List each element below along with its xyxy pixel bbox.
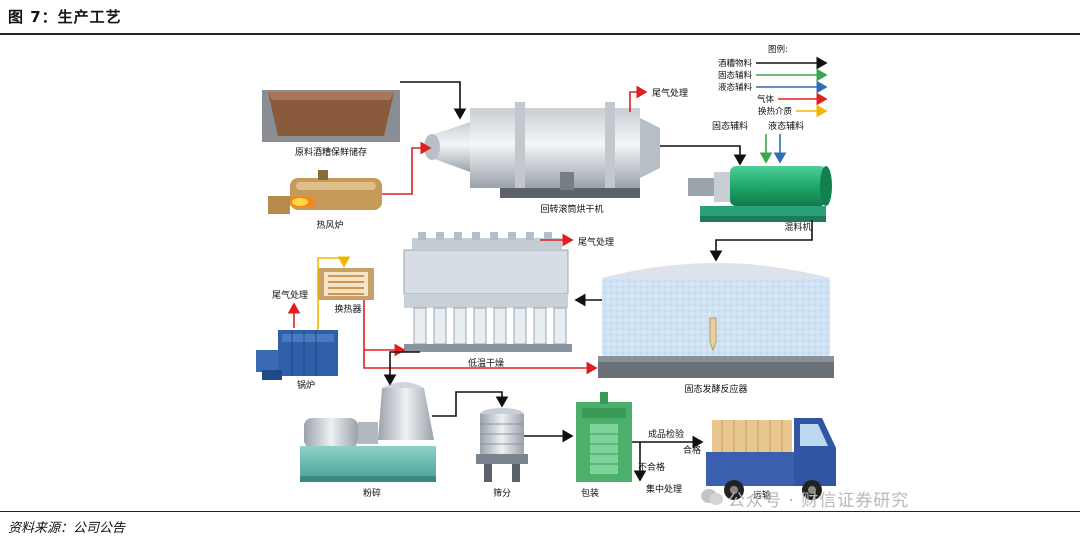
label-hot-air-furnace: 热风炉 (316, 219, 343, 231)
heat-exchanger (318, 268, 374, 300)
label-rotary-dryer: 回转滚筒烘干机 (540, 203, 603, 215)
label-unqualified: 不合格 (638, 461, 665, 473)
label-exhaust-2: 尾气处理 (272, 289, 308, 301)
label-solid-aux: 固态辅料 (712, 120, 748, 132)
label-qualified: 合格 (683, 444, 701, 456)
label-liquid-aux: 液态辅料 (768, 120, 804, 132)
flow-dryer-to-mixer (660, 145, 747, 166)
mixer (688, 166, 832, 222)
legend-label-material: 酒糟物料 (718, 58, 753, 69)
legend-label-liquid: 液态辅料 (718, 82, 753, 93)
hot-air-furnace (268, 170, 382, 214)
label-central-treatment: 集中处理 (646, 483, 682, 495)
bottom-rule (0, 511, 1080, 512)
top-rule (0, 33, 1080, 35)
storage-pit (262, 90, 400, 142)
flow-furnace-to-dryer (382, 141, 432, 195)
flow-grinder-to-sieve (432, 391, 509, 417)
label-transport: 运输 (753, 489, 771, 501)
legend-label-gas: 气体 (757, 94, 775, 105)
flow-boiler-to-exchanger (317, 256, 351, 330)
legend-label-solid: 固态辅料 (718, 70, 753, 81)
grinder (300, 382, 436, 482)
packaging-machine (576, 392, 632, 482)
fermenter (598, 263, 834, 378)
wechat-icon (701, 489, 723, 505)
boiler (256, 330, 338, 380)
legend: 图例: 酒糟物料 固态辅料 液态辅料 气体 换热介质 (718, 44, 828, 118)
legend-title: 图例: (768, 44, 788, 55)
label-exhaust-3: 尾气处理 (578, 236, 614, 248)
flow-mixer-to-fermenter (709, 220, 813, 262)
flow-dryer-exhaust (629, 85, 648, 112)
legend-label-heat: 换热介质 (758, 106, 793, 117)
label-packaging: 包装 (581, 487, 599, 499)
label-exhaust-1: 尾气处理 (652, 87, 688, 99)
label-inspection: 成品检验 (648, 428, 684, 440)
label-heat-exchanger: 换热器 (334, 303, 361, 315)
flow-exchanger-to-fermenter (363, 350, 598, 375)
label-sieving: 筛分 (493, 487, 511, 499)
sieve (476, 408, 528, 482)
label-mixer: 混料机 (784, 221, 811, 233)
rotary-dryer (424, 102, 660, 198)
low-temp-dryer (403, 232, 572, 352)
source-note: 资料来源：公司公告 (8, 521, 126, 536)
label-boiler: 锅炉 (297, 379, 315, 391)
flow-lowdryer-to-grinder (383, 351, 420, 386)
label-low-temp-dryer: 低温干燥 (468, 357, 504, 369)
figure-title: 图 7：生产工艺 (8, 8, 122, 26)
label-grinder: 粉碎 (363, 487, 381, 499)
flow-storage-to-dryer (400, 81, 467, 120)
label-storage: 原料酒糟保鲜储存 (295, 146, 367, 158)
watermark: 公众号 · 财信证券研究 (728, 491, 910, 511)
label-fermenter: 固态发酵反应器 (684, 383, 747, 395)
flow-exchanger-to-lowdryer (363, 300, 406, 357)
truck (706, 418, 836, 500)
